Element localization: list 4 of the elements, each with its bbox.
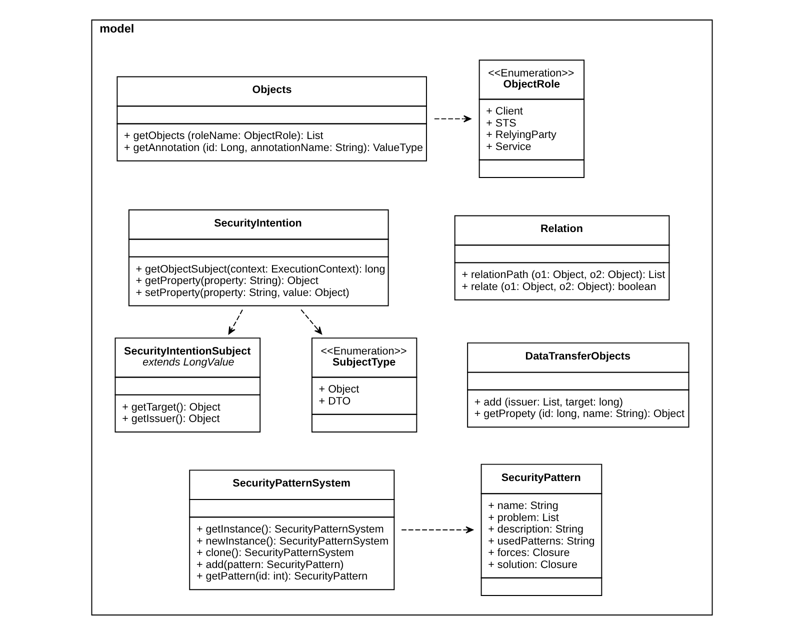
arrow xyxy=(300,309,322,334)
arrow xyxy=(228,309,242,334)
arrow xyxy=(433,115,471,122)
arrow xyxy=(400,526,473,534)
